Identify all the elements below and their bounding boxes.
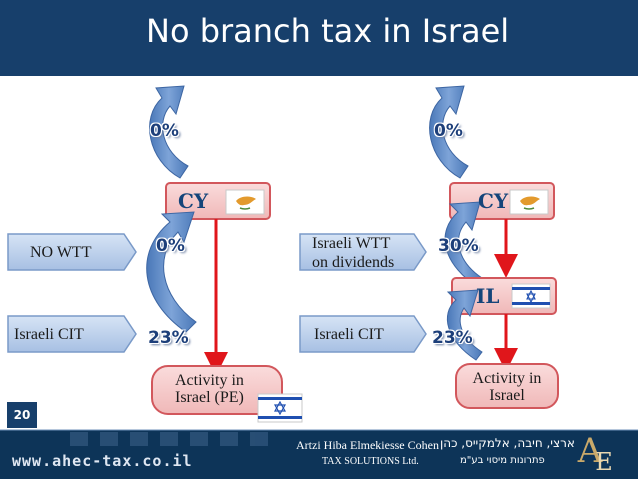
svg-text:A: A: [577, 431, 603, 471]
left-activity-box: [151, 365, 283, 415]
right-wtt-label-line1: Israeli WTT: [312, 235, 391, 252]
left-top-curved-arrow-icon: [149, 85, 189, 179]
footer-url[interactable]: www.ahec-tax.co.il: [12, 452, 193, 470]
right-cy-label: CY: [478, 189, 509, 213]
footer-hebrew-tagline: פתרונות מיסוי בע"מ: [460, 455, 545, 466]
left-cy-label: CY: [178, 189, 209, 213]
right-cit-label: Israeli CIT: [314, 326, 384, 343]
right-low-curved-arrow-icon: [446, 289, 483, 361]
right-cyprus-flag-icon: [509, 189, 549, 215]
page-number: 20: [13, 408, 31, 422]
left-cit-label: Israeli CIT: [14, 326, 84, 343]
left-cit-rate: 23%: [148, 328, 189, 348]
svg-text:E: E: [595, 448, 613, 476]
left-cit-chevron-icon: [7, 315, 137, 353]
left-israel-flag-icon: [257, 393, 303, 423]
right-top-curved-arrow-icon: [429, 85, 469, 179]
title-bar: [0, 0, 638, 76]
left-wtt-rate: 0%: [156, 236, 185, 256]
left-cyprus-flag-icon: [225, 189, 265, 215]
right-wtt-rate: 30%: [438, 236, 479, 256]
right-mid-curved-arrow-icon: [444, 201, 483, 287]
right-wtt-label-line2: on dividends: [312, 254, 395, 271]
left-top-rate: 0%: [150, 121, 179, 141]
page-number-badge: 20: [6, 401, 38, 429]
right-top-rate: 0%: [434, 121, 463, 141]
right-activity-label: Activity in Israel: [472, 370, 542, 404]
footer-firm-tagline: TAX SOLUTIONS Ltd.: [322, 456, 419, 467]
right-cit-chevron-icon: [299, 315, 427, 353]
right-activity-box: [455, 363, 559, 409]
footer-hebrew-name: ארצי, חיבה, אלמקייס, כהן: [440, 436, 575, 450]
footer-pattern: [70, 432, 268, 446]
right-israel-flag-icon-1: [511, 283, 551, 309]
ahec-logo-icon: A E: [577, 431, 613, 476]
footer-firm-name: Artzi Hiba Elmekiesse Cohen: [296, 438, 439, 452]
left-mid-curved-arrow-icon: [146, 211, 197, 333]
left-activity-label: Activity in Israel (PE): [175, 372, 244, 406]
right-wtt-chevron-icon: [299, 233, 427, 271]
left-wtt-chevron-icon: [7, 233, 137, 271]
slide-title: No branch tax in Israel: [146, 12, 510, 50]
right-il-label: IL: [476, 284, 500, 308]
left-wtt-label: NO WTT: [30, 244, 92, 261]
right-cit-rate: 23%: [432, 328, 473, 348]
